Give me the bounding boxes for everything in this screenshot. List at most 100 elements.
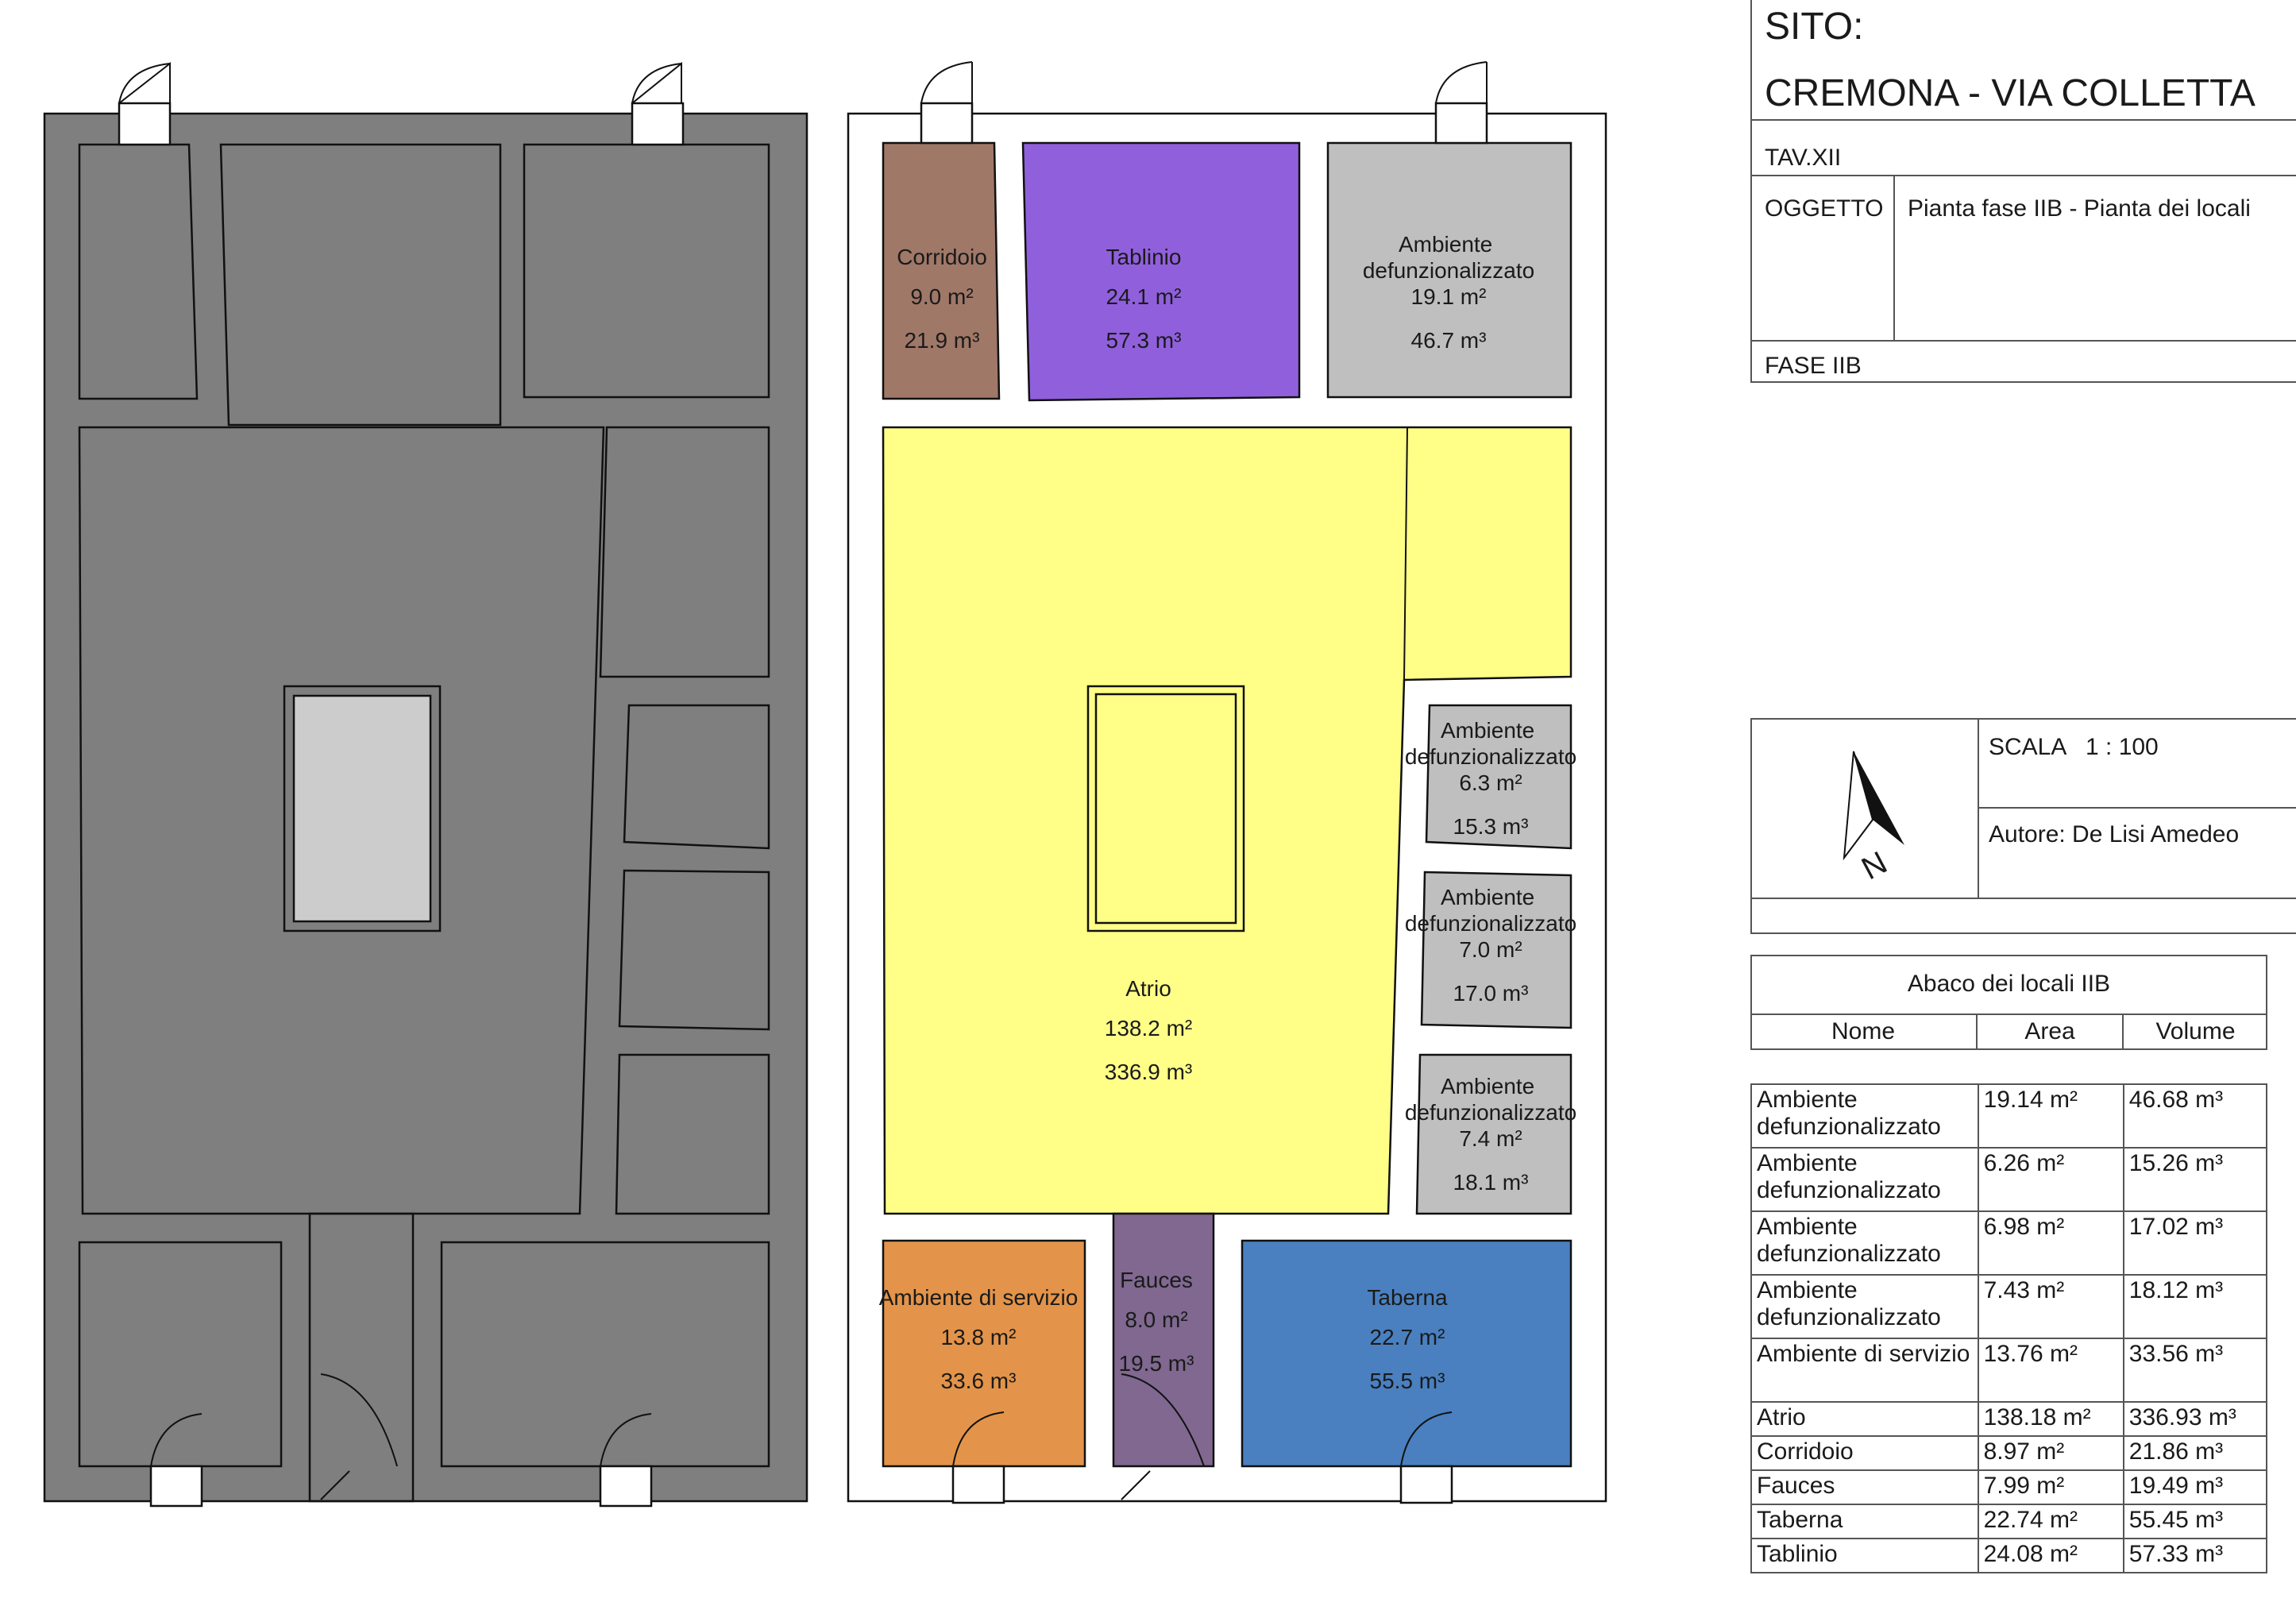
label-corridoio-area: 9.0 m² xyxy=(910,284,973,309)
room-amb-n xyxy=(1326,141,1572,399)
room-amb-e3 xyxy=(1415,1053,1572,1215)
right-impluvium xyxy=(1094,693,1237,925)
abaco-cell-area: 6.26 m² xyxy=(1977,1147,2124,1212)
abaco-header-volume: Volume xyxy=(2155,1018,2236,1044)
right-plan xyxy=(847,61,1607,1504)
label-atrio-name: Atrio xyxy=(1125,976,1171,1001)
left-door-se xyxy=(599,1413,653,1508)
label-amb-e3-name: Ambiente defunzionalizzato xyxy=(1405,1074,1576,1125)
left-room-tablinium xyxy=(219,143,502,427)
abaco-header-col1 xyxy=(1976,1013,1978,1050)
label-corridoio-volume: 21.9 m³ xyxy=(905,328,980,353)
room-fauces xyxy=(1112,1212,1215,1468)
right-door-ne xyxy=(1434,61,1488,145)
site-name: CREMONA - VIA COLLETTA xyxy=(1765,72,2255,114)
north-arrow-dark xyxy=(1854,751,1904,845)
abaco-table: Ambiente defunzionalizzato 19.14 m² 46.6… xyxy=(1750,1083,2268,1573)
label-amb-e2-name: Ambiente defunzionalizzato xyxy=(1405,885,1576,936)
abaco-header-nome: Nome xyxy=(1831,1018,1896,1044)
room-corridoio xyxy=(882,141,1001,400)
label-taberna-volume: 55.5 m³ xyxy=(1370,1369,1445,1393)
room-tablinio xyxy=(1021,141,1301,402)
label-amb-e2-volume: 17.0 m³ xyxy=(1453,981,1529,1006)
label-fauces-area: 8.0 m² xyxy=(1125,1307,1187,1332)
oggetto-label: OGGETTO xyxy=(1765,195,1884,222)
left-room-east-1 xyxy=(623,704,770,850)
abaco-cell-volume: 57.33 m³ xyxy=(2122,1538,2268,1573)
tb-rule-3 xyxy=(1750,340,2296,342)
left-room-atrium xyxy=(78,426,605,1215)
tb-oggetto-divider xyxy=(1893,175,1895,342)
label-amb-e3-name-line1: Ambiente xyxy=(1441,1074,1534,1098)
abaco-cell-volume: 15.26 m³ xyxy=(2122,1147,2268,1212)
abaco-cell-nome: Atrio xyxy=(1750,1401,1979,1437)
abaco-header-rule xyxy=(1750,1013,2267,1015)
tb-rule-2 xyxy=(1750,175,2296,176)
label-atrio-area: 138.2 m² xyxy=(1105,1016,1193,1041)
abaco-cell-nome: Ambiente defunzionalizzato xyxy=(1750,1274,1979,1339)
abaco-cell-area: 7.99 m² xyxy=(1977,1469,2124,1505)
label-taberna-name: Taberna xyxy=(1367,1285,1448,1310)
label-servizio-volume: 33.6 m³ xyxy=(941,1369,1017,1393)
tb-left-border xyxy=(1750,0,1752,383)
abaco-cell-volume: 55.45 m³ xyxy=(2122,1504,2268,1539)
label-amb-e1-name-line1: Ambiente xyxy=(1441,718,1534,743)
tb2-bottom xyxy=(1750,932,2296,934)
oggetto-value: Pianta fase IIB - Pianta dei locali xyxy=(1908,195,2251,222)
left-door-nw xyxy=(118,61,172,146)
abaco-cell-volume: 18.12 m³ xyxy=(2122,1274,2268,1339)
label-amb-n-name: Ambiente defunzionalizzato xyxy=(1363,232,1534,283)
abaco-cell-volume: 19.49 m³ xyxy=(2122,1469,2268,1505)
abaco-cell-nome: Fauces xyxy=(1750,1469,1979,1505)
room-amb-e1 xyxy=(1425,704,1572,850)
table-row: Ambiente defunzionalizzato 7.43 m² 18.12… xyxy=(1750,1274,2268,1339)
abaco-cell-volume: 21.86 m³ xyxy=(2122,1435,2268,1471)
label-tablinio-name: Tablinio xyxy=(1106,245,1182,269)
label-amb-e1-volume: 15.3 m³ xyxy=(1453,814,1529,839)
right-door-fauces xyxy=(1121,1373,1205,1500)
right-door-sw xyxy=(951,1411,1005,1504)
abaco-cell-area: 7.43 m² xyxy=(1977,1274,2124,1339)
site-label: SITO: xyxy=(1765,6,1864,48)
label-servizio-area: 13.8 m² xyxy=(941,1325,1017,1349)
label-tablinio-area: 24.1 m² xyxy=(1106,284,1182,309)
table-row: Ambiente di servizio 13.76 m² 33.56 m³ xyxy=(1750,1338,2268,1403)
label-amb-n-volume: 46.7 m³ xyxy=(1411,328,1487,353)
abaco-cell-area: 138.18 m² xyxy=(1977,1401,2124,1437)
label-corridoio-name: Corridoio xyxy=(897,245,987,269)
label-amb-e2-area: 7.0 m² xyxy=(1459,937,1522,962)
abaco-cell-nome: Ambiente defunzionalizzato xyxy=(1750,1083,1979,1149)
abaco-cell-nome: Ambiente defunzionalizzato xyxy=(1750,1210,1979,1276)
abaco-cell-nome: Ambiente di servizio xyxy=(1750,1338,1979,1403)
left-door-fauces xyxy=(320,1373,398,1500)
label-amb-e1-name-line2: defunzionalizzato xyxy=(1405,744,1576,769)
tb-rule-4 xyxy=(1750,381,2296,383)
right-impluvium-frame xyxy=(1086,685,1245,932)
abaco-cell-nome: Corridoio xyxy=(1750,1435,1979,1471)
abaco-cell-nome: Taberna xyxy=(1750,1504,1979,1539)
left-door-sw xyxy=(149,1413,203,1508)
right-door-nw xyxy=(920,61,974,145)
table-row: Tablinio 24.08 m² 57.33 m³ xyxy=(1750,1538,2268,1573)
room-taberna xyxy=(1241,1239,1572,1468)
label-fauces-volume: 19.5 m³ xyxy=(1119,1351,1194,1376)
abaco-header-area: Area xyxy=(2024,1018,2075,1044)
tb2-rule-1 xyxy=(1978,807,2296,809)
label-amb-n-name-line2: defunzionalizzato xyxy=(1363,258,1534,283)
table-row: Ambiente defunzionalizzato 6.98 m² 17.02… xyxy=(1750,1210,2268,1276)
abaco-cell-volume: 17.02 m³ xyxy=(2122,1210,2268,1276)
abaco-cell-nome: Tablinio xyxy=(1750,1538,1979,1573)
room-amb-e2 xyxy=(1420,871,1572,1029)
left-impluvium xyxy=(292,694,432,923)
abaco-cell-area: 22.74 m² xyxy=(1977,1504,2124,1539)
table-row: Corridoio 8.97 m² 21.86 m³ xyxy=(1750,1435,2268,1471)
label-amb-n-name-line1: Ambiente xyxy=(1399,232,1492,257)
fase-label: FASE IIB xyxy=(1765,353,1862,379)
abaco-cell-area: 24.08 m² xyxy=(1977,1538,2124,1573)
left-room-east-upper xyxy=(599,426,770,678)
abaco-cell-area: 6.98 m² xyxy=(1977,1210,2124,1276)
north-arrow-light xyxy=(1843,751,1874,861)
abaco-cell-nome: Ambiente defunzionalizzato xyxy=(1750,1147,1979,1212)
label-amb-n-area: 19.1 m² xyxy=(1411,284,1487,309)
tb2-left xyxy=(1750,718,1752,934)
